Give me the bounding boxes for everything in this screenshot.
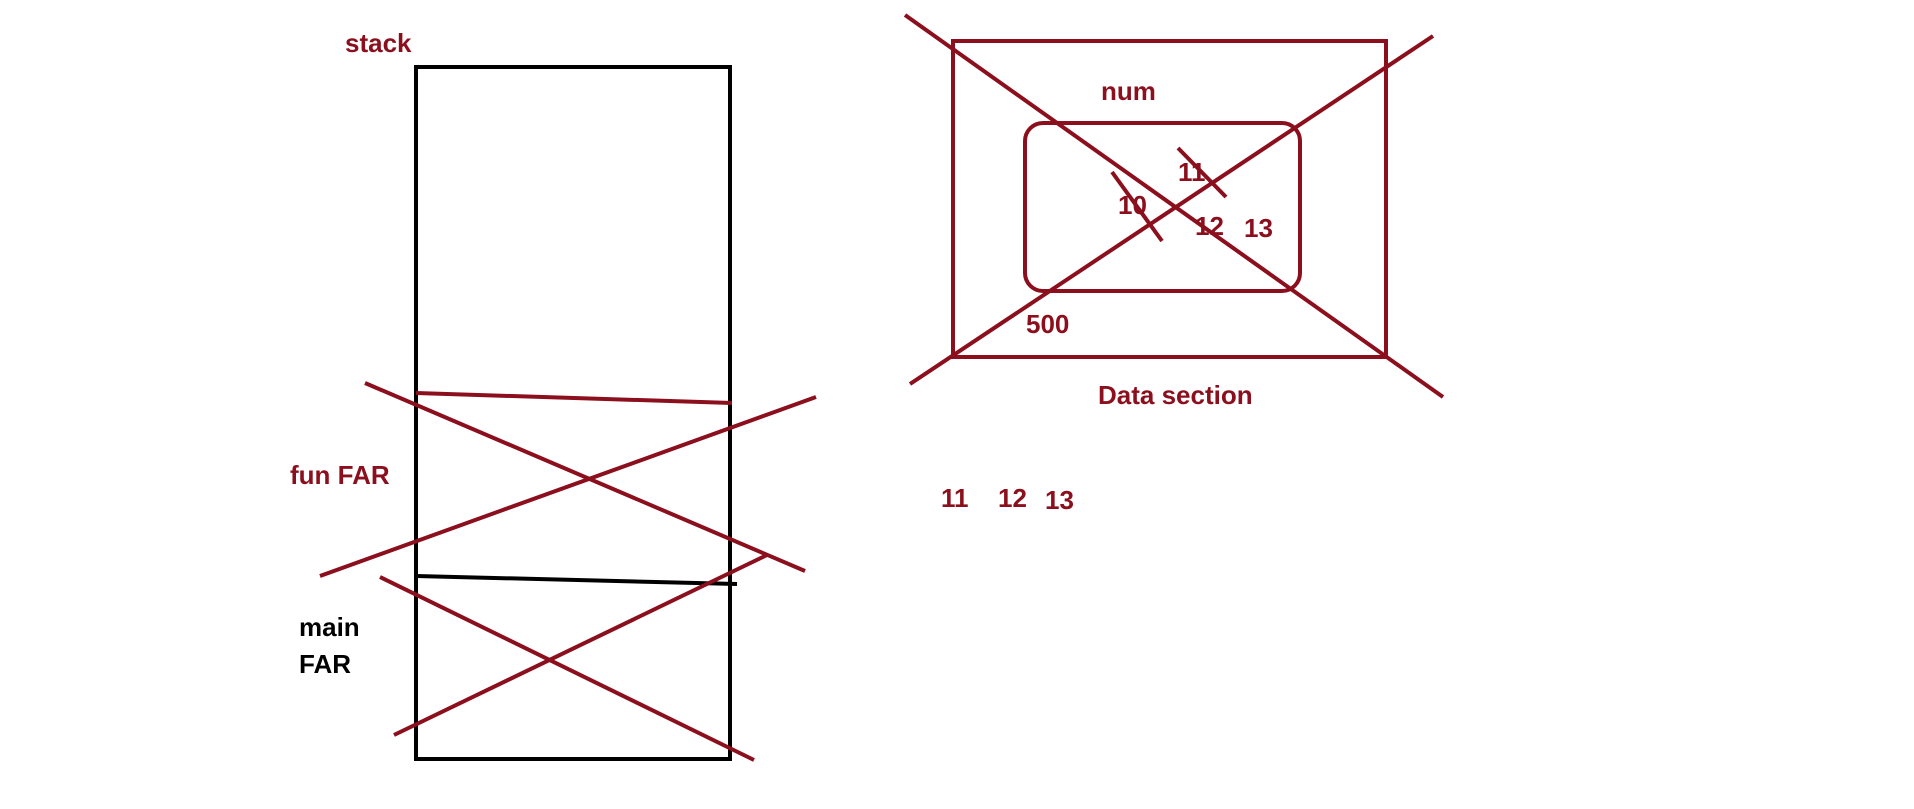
fun-frame-cross-line-2: [319, 395, 817, 578]
num-variable-name: num: [1101, 76, 1156, 106]
num-value-11: 11: [1178, 157, 1206, 187]
data-section-cross-line-2: [908, 34, 1435, 386]
value-11-strike: [1176, 146, 1228, 199]
output-value-12: 12: [998, 483, 1027, 513]
stack-title: stack: [345, 28, 412, 58]
frame-divider-line: [415, 574, 738, 586]
stack-box: [414, 65, 732, 761]
main-frame-label-line1: main: [299, 612, 360, 642]
num-value-13: 13: [1244, 213, 1273, 243]
output-value-13: 13: [1045, 485, 1074, 515]
fun-frame-top-line: [415, 391, 733, 405]
num-value-10: 10: [1118, 190, 1147, 220]
num-address: 500: [1026, 309, 1069, 339]
value-10-strike: [1110, 170, 1164, 243]
main-frame-label-line2: FAR: [299, 649, 351, 679]
num-value-12: 12: [1195, 211, 1224, 241]
fun-frame-label: fun FAR: [290, 460, 390, 490]
num-variable-box: [1023, 121, 1302, 293]
main-frame-cross-line-2: [393, 553, 768, 737]
data-section-caption: Data section: [1098, 380, 1253, 410]
main-frame-cross-line-1: [379, 575, 755, 762]
data-section-box: [951, 39, 1388, 359]
fun-frame-cross-line-1: [364, 381, 806, 573]
output-value-11: 11: [941, 483, 969, 513]
